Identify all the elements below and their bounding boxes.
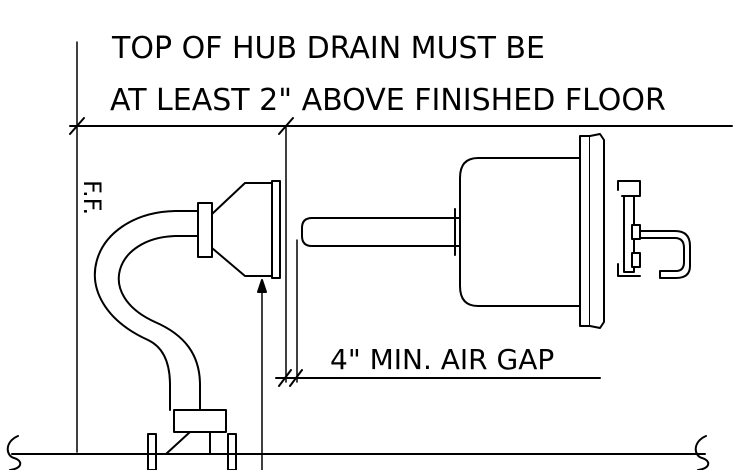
- p-trap-pipe: [93, 210, 237, 470]
- dimension-tick-left: [69, 117, 85, 135]
- note-line-1: TOP OF HUB DRAIN MUST BE: [111, 31, 545, 66]
- discharge-fixture: [301, 133, 605, 329]
- air-gap-label: 4" MIN. AIR GAP: [330, 343, 554, 376]
- note-line-2: AT LEAST 2" ABOVE FINISHED FLOOR: [110, 83, 666, 118]
- finished-floor-label: F.F.: [78, 180, 106, 215]
- hub-top-leader: [257, 279, 267, 470]
- air-gap-dimension: [275, 239, 601, 387]
- hub-drain: [197, 180, 281, 279]
- flush-valve-detail: [617, 180, 691, 279]
- floor-slab-line: [6, 435, 710, 470]
